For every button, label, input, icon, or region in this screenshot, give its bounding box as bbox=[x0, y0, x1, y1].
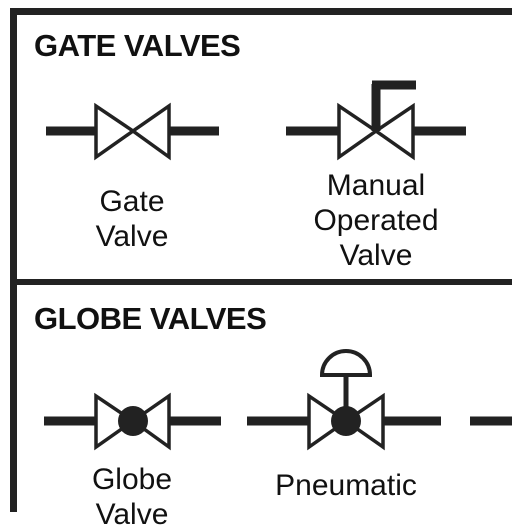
pneumatic-valve-caption: Pneumatic bbox=[246, 468, 446, 503]
caption-line: Valve bbox=[339, 239, 413, 272]
frame-left-border bbox=[10, 8, 17, 512]
gate-valve-symbol bbox=[46, 102, 219, 161]
globe-valve-symbol bbox=[44, 392, 221, 451]
caption-line: Pneumatic bbox=[275, 469, 417, 502]
gate-valve-caption: Gate Valve bbox=[62, 184, 202, 254]
section-divider bbox=[10, 279, 512, 285]
globe-valves-heading: GLOBE VALVES bbox=[34, 301, 267, 336]
globe-valve-caption: Globe Valve bbox=[62, 462, 202, 532]
pneumatic-valve-symbol bbox=[247, 349, 441, 451]
manual-operated-valve-symbol bbox=[286, 80, 466, 161]
caption-line: Valve bbox=[95, 498, 169, 531]
caption-line: Gate bbox=[99, 185, 165, 218]
caption-line: Valve bbox=[95, 220, 169, 253]
legend-graphics bbox=[10, 8, 512, 512]
valve-legend-diagram: GATE VALVES Gate Valve Manual Operated V… bbox=[10, 8, 512, 531]
caption-line: Operated bbox=[313, 204, 439, 237]
caption-line: Manual bbox=[326, 169, 426, 202]
frame-top-border bbox=[10, 8, 512, 15]
manual-operated-valve-caption: Manual Operated Valve bbox=[286, 168, 466, 273]
caption-line: Globe bbox=[91, 463, 173, 496]
gate-valves-heading: GATE VALVES bbox=[34, 28, 241, 63]
